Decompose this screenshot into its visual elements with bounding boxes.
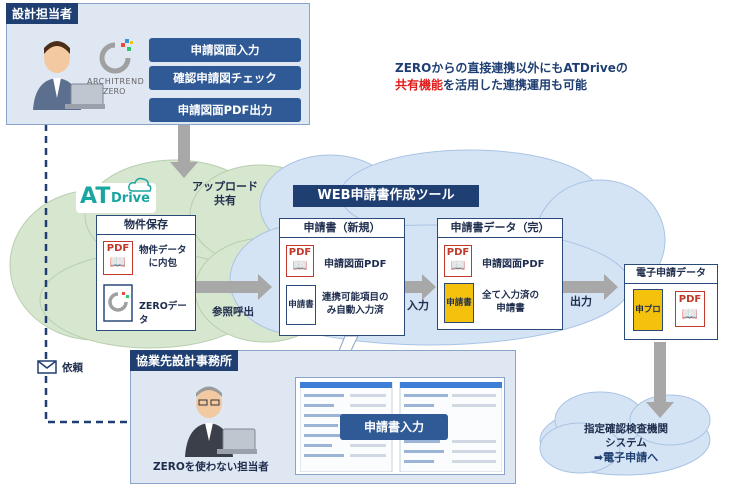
partner-panel: 協業先設計事務所 ZEROを使わない担当者 [130,350,516,484]
new-application-box: 申請書（新規） PDF📖 申請図面PDF 申請書 連携可能項目の み自動入力済 [279,218,405,336]
logo-text-2: ZERO [103,87,126,96]
new-app-doc-text-1: 連携可能項目の [322,292,389,303]
designer-panel: 設計担当者 ARCHITREND ZERO 申請図面入力 確認申請図チェック 申… [6,3,310,125]
upload-label: アップロード 共有 [192,180,258,208]
done-app-doc-text: 全て入力済の 申請書 [482,289,539,315]
webtool-title: WEB申請書作成ツール [293,185,479,207]
pdf-file-icon: PDF📖 [444,245,472,277]
archtrend-zero-logo-icon [99,39,133,74]
storage-pdf-text: 物件データ に内包 [139,244,187,270]
book-icon: 📖 [450,258,466,272]
integration-note: ZEROからの直接連携以外にもATDriveの 共有機能を活用した連携運用も可能 [395,60,628,94]
application-input-button[interactable]: 申請書入力 [340,414,448,440]
pdf-file-icon: PDF📖 [286,245,314,277]
request-label: 依頼 [62,362,83,374]
cloud-icon [128,177,152,192]
step-pdf-output-button[interactable]: 申請図面PDF出力 [149,98,301,122]
ref-label: 参照呼出 [212,306,254,318]
eapp-pdf-label: PDF [678,294,702,305]
step-check-drawing-button[interactable]: 確認申請図チェック [149,66,301,90]
request-dashed-line [44,124,140,424]
designer-person-icon [33,41,105,110]
new-app-doc-text-2: み自動入力済 [326,305,384,316]
ref-arrow [196,274,272,300]
completed-application-title: 申請書データ（完） [438,219,562,238]
pdf-label: PDF [288,247,312,258]
storage-zero-text: ZEROデータ [139,301,187,326]
storage-pdf-text-1: 物件データ [139,245,187,256]
input-label: 入力 [407,299,429,312]
done-app-pdf-text: 申請図面PDF [482,259,545,270]
zero-file-icon [103,284,133,322]
storage-pdf-text-2: に内包 [148,258,178,269]
application-doc-icon: 申請書 [286,285,316,325]
agency-cloud [539,391,711,476]
e-application-link[interactable]: ➡電子申請へ [593,451,659,464]
partner-title: 協業先設計事務所 [130,350,239,371]
book-icon: 📖 [292,258,308,272]
book-icon: 📖 [109,255,127,270]
upload-label-1: アップロード [192,180,258,193]
output-arrow [563,274,618,300]
input-arrow [404,274,436,300]
pdf-file-icon: PDF 📖 [675,291,705,327]
atdrive-logo-at: AT [80,184,111,209]
partner-person-label: ZEROを使わない担当者 [153,461,269,473]
shinpro-doc-icon: 申プロ [633,289,663,331]
logo-text-1: ARCHITREND [87,77,145,86]
note-line-1: ZEROからの直接連携以外にもATDriveの [395,61,628,75]
agency-line-2: システム [605,437,647,449]
partner-person-icon [185,386,257,457]
done-app-doc-text-2: 申請書 [496,303,525,314]
eapp-title: 電子申請データ [625,265,717,284]
done-app-doc-text-1: 全て入力済の [482,290,540,301]
submit-arrow [646,342,674,418]
new-app-pdf-text: 申請図面PDF [324,259,387,270]
eapp-data-box: 電子申請データ 申プロ PDF 📖 [624,264,718,340]
output-label: 出力 [570,295,592,308]
completed-application-box: 申請書データ（完） PDF📖 申請図面PDF 申請書 全て入力済の 申請書 [437,218,563,330]
upload-arrow [170,124,198,178]
note-line-2: を活用した連携運用も可能 [443,78,588,92]
new-application-title: 申請書（新規） [280,219,404,238]
atdrive-logo: AT Drive [76,177,156,213]
atdrive-logo-drive: Drive [111,191,150,206]
completed-doc-icon: 申請書 [444,283,474,323]
agency-line-1: 指定確認検査機関 [584,423,668,435]
new-app-doc-text: 連携可能項目の み自動入力済 [322,291,389,317]
upload-label-2: 共有 [214,194,236,207]
envelope-icon [37,360,57,374]
pdf-label: PDF [106,243,130,254]
note-highlight: 共有機能 [395,78,444,92]
storage-box: 物件保存 PDF📖 物件データ に内包 ZEROデータ [96,215,196,331]
agency-label: 指定確認検査機関 システム ➡電子申請へ [566,422,686,465]
pdf-label: PDF [446,247,470,258]
designer-title: 設計担当者 [6,3,79,24]
pdf-file-icon: PDF📖 [103,241,133,275]
storage-title: 物件保存 [97,216,195,235]
app-screenshot-frame: 申請書入力 [295,377,505,475]
step-input-drawing-button[interactable]: 申請図面入力 [149,38,301,62]
book-icon: 📖 [681,307,699,322]
